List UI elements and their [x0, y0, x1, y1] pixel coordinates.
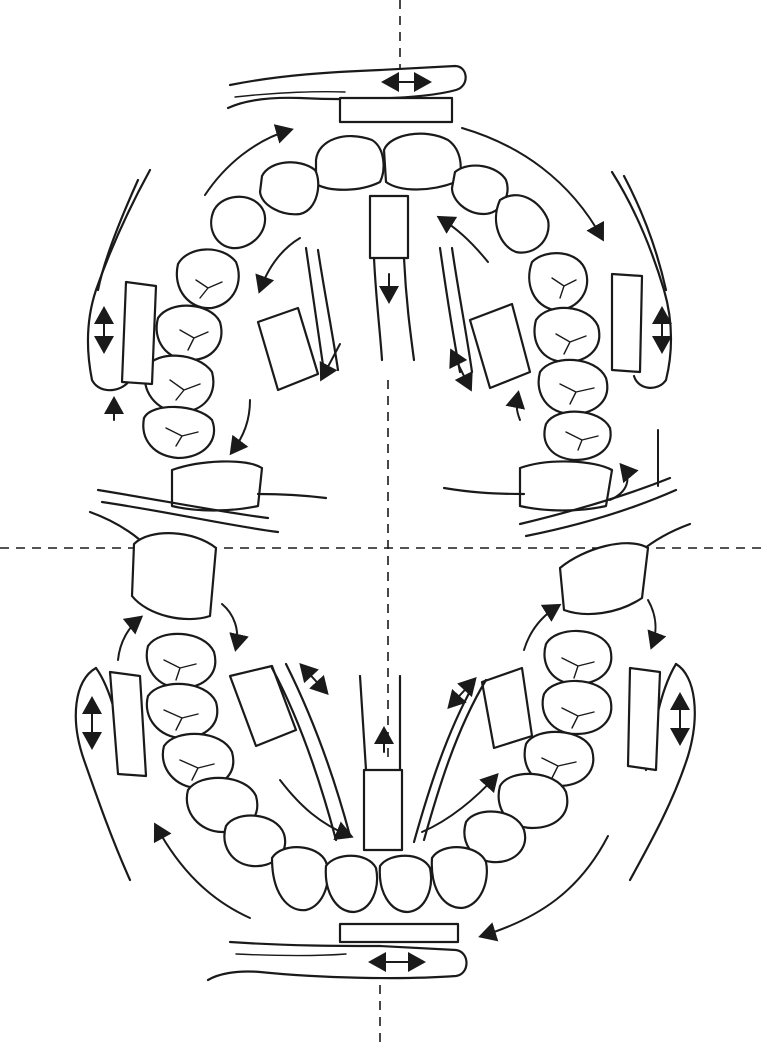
tooth-icon [326, 856, 377, 912]
toothbrush-icon [370, 196, 414, 360]
tooth-icon [539, 360, 608, 414]
toothbrush-icon [172, 461, 326, 510]
arrow-icon [517, 394, 520, 420]
toothbrush-icon [208, 924, 467, 980]
tooth-icon [384, 134, 461, 190]
tooth-icon [157, 306, 222, 360]
toothbrush-icon [560, 524, 690, 614]
tooth-icon [316, 136, 384, 190]
tooth-icon [147, 634, 216, 688]
upper-arch [88, 66, 671, 511]
tooth-icon [544, 412, 610, 460]
tooth-icon [380, 856, 431, 912]
arrow-icon [260, 238, 300, 290]
tooth-icon [177, 249, 239, 308]
tooth-icon [260, 162, 318, 214]
tooth-icon [534, 308, 599, 362]
arrow-icon [440, 218, 488, 262]
tooth-icon [544, 631, 611, 684]
toothbrush-icon [628, 664, 695, 880]
tooth-icon [147, 684, 217, 738]
tooth-icon [543, 681, 612, 734]
toothbrush-icon [88, 170, 156, 390]
tooth-icon [496, 195, 549, 252]
arrow-icon [232, 400, 250, 452]
toothbrush-icon [76, 668, 146, 880]
lower-arch [76, 512, 695, 980]
toothbrush-icon [612, 172, 671, 388]
tooth-icon [143, 407, 214, 458]
tooth-icon [211, 197, 265, 248]
toothbrush-icon [90, 512, 216, 619]
toothbrush-icon [440, 248, 530, 388]
tooth-icon [272, 847, 328, 910]
arrow-icon [280, 780, 350, 836]
tooth-icon [432, 847, 487, 908]
toothbrush-icon [360, 676, 402, 850]
arrow-icon [222, 604, 237, 648]
arrow-icon [648, 600, 655, 646]
tooth-icon [145, 356, 214, 412]
toothbrush-icon [228, 66, 466, 122]
arrow-icon [118, 618, 140, 660]
